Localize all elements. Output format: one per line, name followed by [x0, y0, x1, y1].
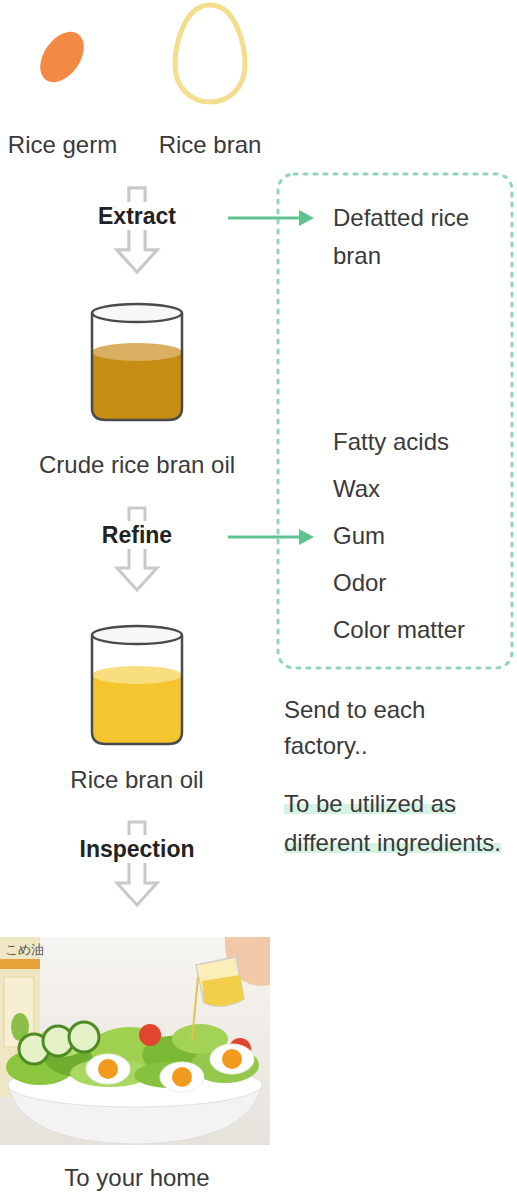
hollow-arrow [117, 188, 157, 272]
step-label: Inspection [75, 835, 198, 863]
tomato [139, 1024, 161, 1046]
bottle-band [0, 959, 40, 969]
egg-yolk [222, 1049, 242, 1069]
beaker-shape [92, 626, 182, 744]
node-item: Color matter [333, 614, 508, 646]
crude-oil-beaker: Crude rice bran oil [0, 272, 274, 508]
dashed-outline [278, 174, 512, 668]
oil-surface [92, 343, 182, 361]
node-label: Crude rice bran oil [0, 450, 274, 480]
oil-liquid [92, 352, 182, 420]
highlight-note: To be utilized as different ingredients. [284, 790, 501, 856]
egg-white [160, 1062, 204, 1092]
node-item: Gum [333, 520, 508, 552]
beaker-rim [92, 626, 182, 644]
pitcher-oil [202, 975, 244, 1006]
oil-pitcher [196, 957, 244, 1006]
refined-oil-beaker: Rice bran oil [0, 590, 274, 822]
step-label: Refine [98, 521, 176, 549]
node-shape [276, 172, 514, 670]
node-item: Wax [333, 473, 508, 505]
green-leader-arrow [228, 529, 314, 545]
green-leader-arrow [228, 210, 314, 226]
oil-surface [92, 666, 182, 684]
rice-germ-node: Rice germ [0, 0, 137, 188]
leader-head [299, 210, 314, 226]
beaker-shape [92, 304, 182, 420]
leader-line [228, 217, 300, 220]
node-item: Odor [333, 567, 508, 599]
leader-head [299, 529, 314, 545]
egg-yolk [172, 1067, 192, 1087]
node-label: Rice germ [0, 130, 125, 160]
byproduct-box: Defatted rice branFatty acidsWaxGumOdorC… [276, 172, 514, 670]
germ-shape [31, 24, 93, 91]
hollow-arrow [117, 188, 157, 272]
note-text: Send to each factory.. [284, 696, 425, 759]
node-item: Fatty acids [333, 426, 508, 458]
bran-shape [175, 5, 245, 102]
node-label: To your home [0, 1163, 274, 1193]
label-box: Send to each factory.. [284, 692, 484, 764]
salad-photo [0, 937, 270, 1145]
label-box: To be utilized as different ingredients. [284, 784, 512, 862]
node-label: Rice bran oil [0, 765, 274, 795]
step-label: Extract [94, 202, 180, 230]
beaker-outline [92, 635, 182, 744]
oil-liquid [92, 675, 182, 744]
egg-yolk [98, 1059, 118, 1079]
egg-white [86, 1054, 130, 1084]
node-label: Rice bran [145, 130, 275, 160]
rice-bran-node: Rice bran [137, 0, 277, 188]
node-shape [0, 0, 137, 188]
leader-line [228, 536, 300, 539]
node-label: Defatted rice bran [333, 199, 473, 275]
cucumber-slice [69, 1022, 99, 1052]
beaker-outline [92, 313, 182, 420]
label-box: こめ油 [5, 942, 65, 958]
photo-background [0, 937, 270, 1145]
node-shape [137, 0, 277, 188]
bottle-label: こめ油 [5, 942, 44, 957]
egg-white [210, 1044, 254, 1074]
oil-stream [192, 977, 198, 1041]
beaker-rim [92, 304, 182, 322]
